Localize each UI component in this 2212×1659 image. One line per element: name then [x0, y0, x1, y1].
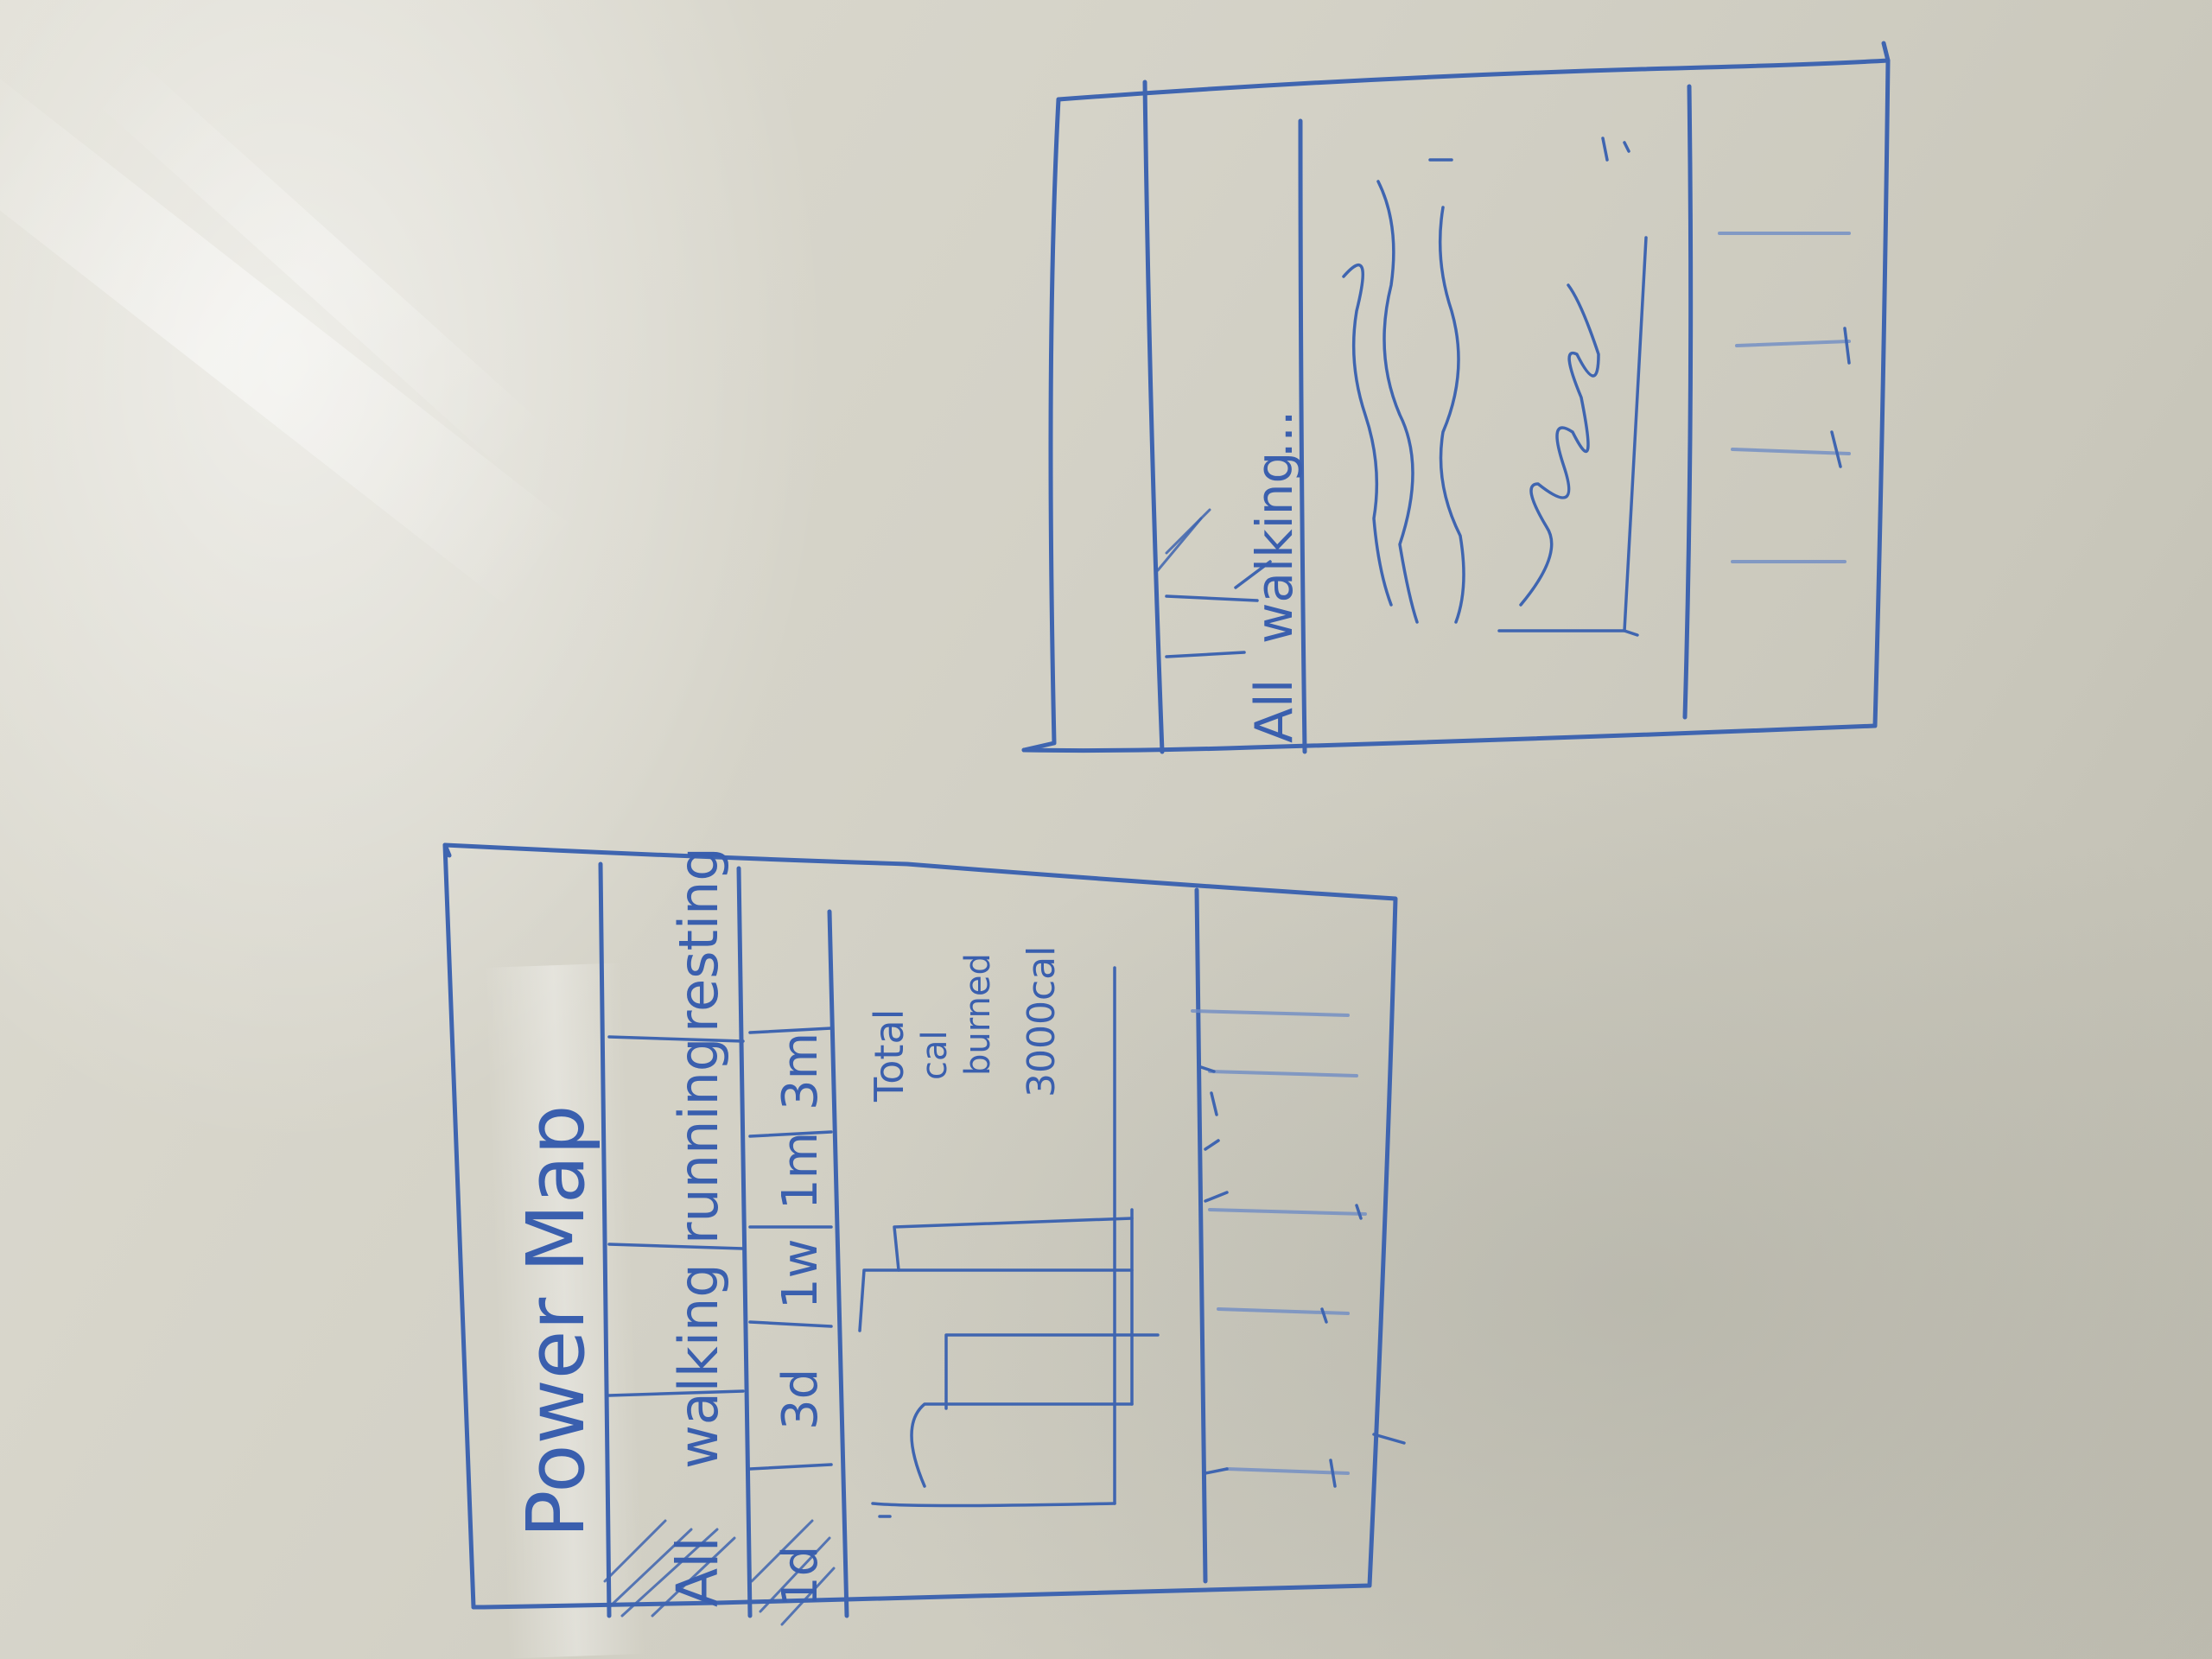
- time-3d-label: 3d: [772, 1369, 829, 1430]
- app-title: Power Map: [510, 1104, 602, 1538]
- tab-running-label: running: [667, 1038, 730, 1244]
- tab-all-label: All: [664, 1536, 731, 1607]
- bar-chart-sketch: [858, 966, 1160, 1518]
- summary-line-4: 3000cal: [1020, 946, 1064, 1097]
- sketch-left-phone: Power Map All walking running resting 1d…: [442, 842, 1406, 1626]
- phone-frame: [442, 842, 1398, 1610]
- tab-walking-label: walking: [1245, 452, 1304, 644]
- summary-line-2: cal: [915, 1030, 955, 1080]
- summary-line-1: Total: [866, 1009, 912, 1103]
- summary-line-3: burned: [958, 953, 998, 1076]
- bottom-nav-icons: [1191, 1009, 1406, 1488]
- phone-frame: [1056, 41, 1891, 102]
- selected-tab-hatch: [1156, 508, 1211, 572]
- time-1w-label: 1w: [772, 1239, 829, 1309]
- tab-more-label: ...: [1245, 410, 1304, 458]
- line-chart-sketch: [1497, 236, 1648, 637]
- tab-resting-label: resting: [667, 847, 730, 1033]
- calorie-summary: Total cal burned 3000cal: [866, 946, 1064, 1103]
- wavy-content-lines: [1342, 137, 1630, 624]
- sketch-right-phone: All walking ...: [1021, 41, 1891, 754]
- tab-walking-label: walking: [667, 1263, 730, 1469]
- bottom-nav-icons: [1718, 232, 1851, 563]
- time-1d-label: 1d: [772, 1546, 829, 1607]
- time-1m-label: 1m: [772, 1132, 829, 1210]
- tab-all-label: All: [1244, 679, 1305, 743]
- time-3m-label: 3m: [772, 1033, 829, 1110]
- selected-tab-hatch: [603, 1519, 836, 1626]
